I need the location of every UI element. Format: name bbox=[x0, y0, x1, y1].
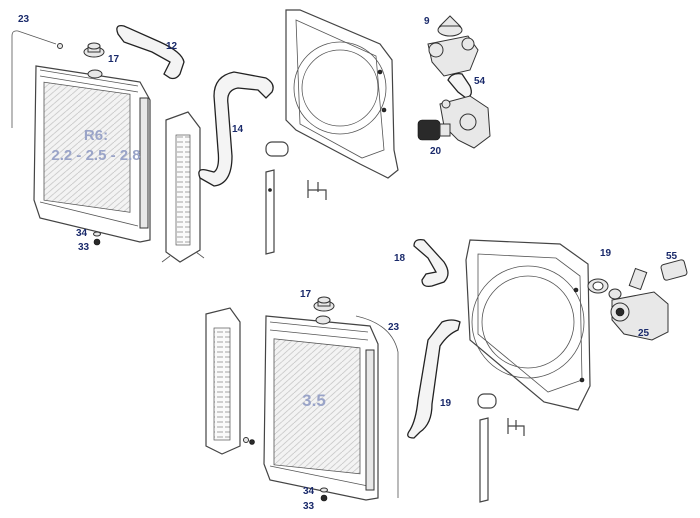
hose-19-lower bbox=[407, 319, 461, 439]
hose-stub-55 bbox=[660, 259, 688, 281]
hose-14 bbox=[198, 71, 274, 187]
engine-label-r6-displacements: 2.2 - 2.5 - 2.8 bbox=[51, 147, 140, 164]
engine-label-r6: R6: bbox=[84, 127, 108, 144]
hose-12 bbox=[116, 25, 185, 80]
label-33-lower: 33 bbox=[303, 501, 315, 512]
mounting-strip-lower bbox=[479, 417, 489, 503]
overflow-tube-upper bbox=[11, 30, 63, 128]
label-12: 12 bbox=[166, 41, 178, 52]
label-54: 54 bbox=[474, 76, 486, 87]
fan-shroud-lower bbox=[465, 239, 591, 411]
radiator-cap-lower bbox=[313, 296, 335, 312]
gasket-19-upper bbox=[587, 278, 609, 294]
label-17-upper: 17 bbox=[108, 54, 120, 65]
label-19-lower: 19 bbox=[440, 398, 452, 409]
overflow-tube-lower bbox=[355, 315, 399, 498]
label-23-lower: 23 bbox=[388, 322, 400, 333]
label-9: 9 bbox=[424, 16, 430, 27]
label-19-upper: 19 bbox=[600, 248, 612, 259]
radiator-side-tank-lower bbox=[205, 307, 255, 455]
label-23-upper: 23 bbox=[18, 14, 30, 25]
fan-shroud-upper bbox=[285, 9, 399, 179]
radiator-side-tank-upper bbox=[161, 111, 205, 263]
label-34-upper: 34 bbox=[76, 228, 88, 239]
thermostat bbox=[437, 15, 463, 37]
clip-lower bbox=[507, 418, 525, 436]
radiator-upper bbox=[33, 65, 151, 243]
hose-18 bbox=[413, 238, 449, 288]
label-20: 20 bbox=[430, 146, 442, 157]
label-34-lower: 34 bbox=[303, 486, 315, 497]
radiator-cap-upper bbox=[83, 42, 105, 58]
label-18: 18 bbox=[394, 253, 406, 264]
water-pump-housing-upper bbox=[439, 95, 491, 149]
water-pump-25 bbox=[608, 267, 669, 341]
label-25: 25 bbox=[638, 328, 650, 339]
label-17-lower: 17 bbox=[300, 289, 312, 300]
label-55: 55 bbox=[666, 251, 678, 262]
thermostat-housing bbox=[427, 35, 479, 77]
gasket-ring-upper bbox=[265, 141, 289, 157]
clip-upper bbox=[307, 180, 327, 200]
radiator-lower bbox=[263, 315, 379, 501]
part-labels: 23 17 12 14 34 33 9 54 20 18 19 55 25 17… bbox=[18, 14, 678, 512]
temp-sensor-20 bbox=[417, 119, 451, 141]
hose-54 bbox=[447, 72, 472, 99]
label-14: 14 bbox=[232, 124, 244, 135]
drain-plug-upper bbox=[93, 231, 101, 246]
drain-plug-lower bbox=[320, 487, 328, 502]
mounting-strip-upper bbox=[265, 169, 275, 255]
label-33-upper: 33 bbox=[78, 242, 90, 253]
engine-label-3-5: 3.5 bbox=[302, 391, 326, 410]
gasket-ring-lower bbox=[477, 393, 497, 409]
